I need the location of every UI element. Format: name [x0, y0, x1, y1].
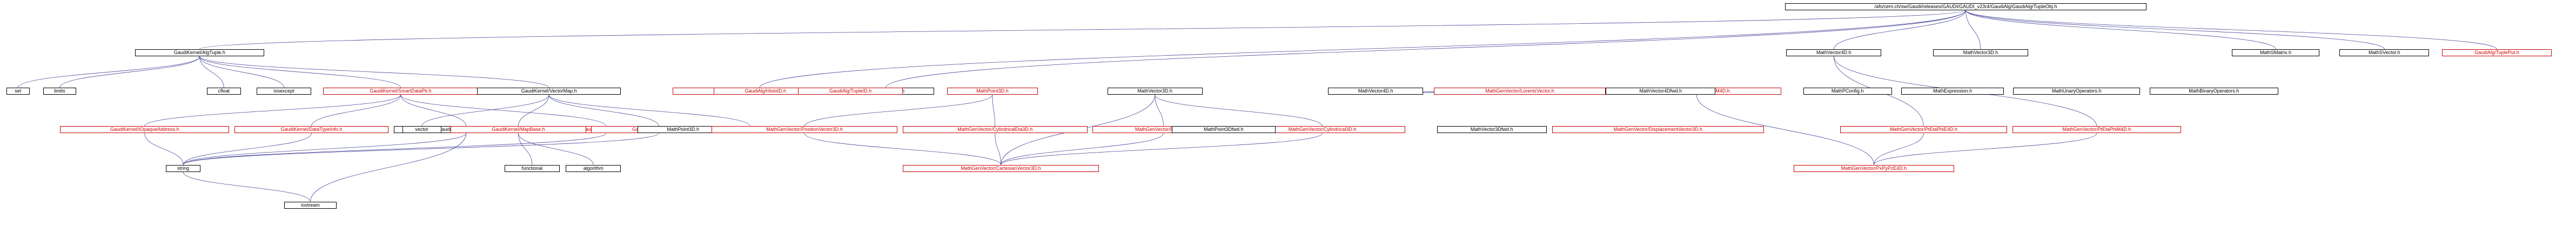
- graph-node[interactable]: GaudiKernel/SmartDataPtr.h: [323, 88, 479, 95]
- graph-node[interactable]: MathSVector.h: [2339, 49, 2430, 57]
- graph-node[interactable]: MathGenVector/CartesianVector3D.h: [902, 164, 1099, 172]
- graph-node[interactable]: MathUnaryOperators.h: [2013, 88, 2140, 95]
- graph-edge: [183, 133, 312, 165]
- graph-node[interactable]: MathGenVector/LorentzVector.h: [1433, 88, 1606, 95]
- graph-node[interactable]: GaudiAlg/TupleID.h: [798, 88, 903, 95]
- graph-edge: [199, 56, 224, 88]
- graph-edge: [199, 56, 549, 88]
- graph-node[interactable]: MathVector3Dfwd.h: [1437, 126, 1547, 134]
- graph-edge: [199, 56, 285, 88]
- graph-node[interactable]: GaudiKernel/VectorMap.h: [477, 88, 621, 95]
- graph-edge: [804, 95, 993, 127]
- graph-node[interactable]: MathGenVector/PtEtaPhiM4D.h: [2012, 126, 2182, 134]
- graph-node[interactable]: MathBinaryOperators.h: [2149, 88, 2278, 95]
- graph-node[interactable]: GaudiAlg/TuplePut.h: [2441, 49, 2552, 57]
- graph-edge: [804, 133, 1001, 165]
- graph-edge: [183, 171, 311, 202]
- graph-node[interactable]: MathVector3D.h: [1107, 88, 1203, 95]
- graph-edge: [400, 95, 607, 127]
- graph-edge: [144, 133, 184, 165]
- graph-node[interactable]: GaudiKernel/DataTypeInfo.h: [234, 126, 389, 134]
- graph-node[interactable]: string: [165, 164, 201, 172]
- graph-edge: [548, 95, 659, 127]
- graph-edge: [199, 56, 401, 88]
- graph-edge: [1965, 10, 1981, 50]
- graph-node[interactable]: MathPoint3D.h: [947, 88, 1038, 95]
- graph-node[interactable]: GaudiKernel/AlgTuple.h: [135, 49, 264, 57]
- graph-edge: [1874, 133, 1924, 165]
- graph-edge: [17, 56, 200, 88]
- graph-node[interactable]: MathGenVector/Cylindrical3D.h: [1239, 126, 1405, 134]
- graph-edge: [310, 133, 467, 202]
- graph-node[interactable]: MathPoint3Dfwd.h: [1172, 126, 1276, 134]
- graph-edge: [1001, 133, 1323, 165]
- graph-edge: [1155, 95, 1323, 127]
- graph-edge: [144, 95, 401, 127]
- graph-edge: [311, 95, 401, 127]
- graph-node[interactable]: cfloat: [207, 88, 241, 95]
- graph-edge: [1874, 133, 2097, 165]
- graph-node[interactable]: vector: [402, 126, 441, 134]
- graph-node[interactable]: MathVector4D.h: [1328, 88, 1424, 95]
- graph-edge: [1965, 10, 2385, 50]
- graph-edge: [1833, 10, 1966, 50]
- graph-node[interactable]: functional: [505, 164, 560, 172]
- graph-node[interactable]: /afs/cern.ch/sw/Gaudi/releases/GAUDI/GAU…: [1785, 3, 2146, 10]
- graph-edge: [518, 95, 549, 127]
- graph-node[interactable]: MathVector4D.h: [1786, 49, 1882, 57]
- graph-node[interactable]: MathPoint3D.h: [638, 126, 729, 134]
- graph-node[interactable]: MathGenVector/PxPyPzE4D.h: [1794, 164, 1955, 172]
- graph-node[interactable]: GaudiKernel/IOpaqueAddress.h: [60, 126, 230, 134]
- graph-edge: [1965, 10, 2497, 50]
- graph-node[interactable]: MathVector4Dfwd.h: [1606, 88, 1716, 95]
- graph-edge: [518, 133, 533, 165]
- graph-edge: [59, 56, 200, 88]
- graph-node[interactable]: iostream: [284, 201, 337, 209]
- graph-edge: [759, 10, 1966, 88]
- graph-node[interactable]: MathSMatrix.h: [2231, 49, 2320, 57]
- graph-node[interactable]: GaudiAlg/HistoID.h: [713, 88, 817, 95]
- graph-node[interactable]: MathGenVector/CylindricalEta3D.h: [902, 126, 1088, 134]
- graph-edge: [992, 95, 996, 127]
- graph-edge: [183, 133, 659, 165]
- graph-node[interactable]: MathPConfig.h: [1803, 88, 1892, 95]
- graph-node[interactable]: limits: [43, 88, 76, 95]
- graph-node[interactable]: set: [6, 88, 30, 95]
- graph-edge: [1965, 10, 2276, 50]
- graph-edge: [548, 95, 750, 127]
- graph-node[interactable]: MathExpression.h: [1901, 88, 2004, 95]
- graph-edge: [183, 133, 607, 165]
- graph-node[interactable]: MathGenVector/PositionVector3D.h: [712, 126, 897, 134]
- graph-edge: [1155, 95, 1164, 127]
- graph-node[interactable]: MathGenVector/DisplacementVector3D.h: [1552, 126, 1765, 134]
- graph-node[interactable]: MathGenVector/PtEtaPhiE4D.h: [1840, 126, 2007, 134]
- graph-edge: [400, 95, 467, 127]
- graph-edge: [183, 133, 467, 165]
- graph-node[interactable]: iosexcept: [256, 88, 312, 95]
- graph-edge: [518, 133, 594, 165]
- graph-edge: [199, 10, 1966, 50]
- graph-edge: [1001, 133, 1164, 165]
- graph-node[interactable]: algorithm: [566, 164, 621, 172]
- graph-edge: [421, 95, 549, 127]
- graph-node[interactable]: GaudiKernel/MapBase.h: [451, 126, 586, 134]
- graph-node[interactable]: MathVector3D.h: [1933, 49, 2028, 57]
- graph-edge: [995, 133, 1001, 165]
